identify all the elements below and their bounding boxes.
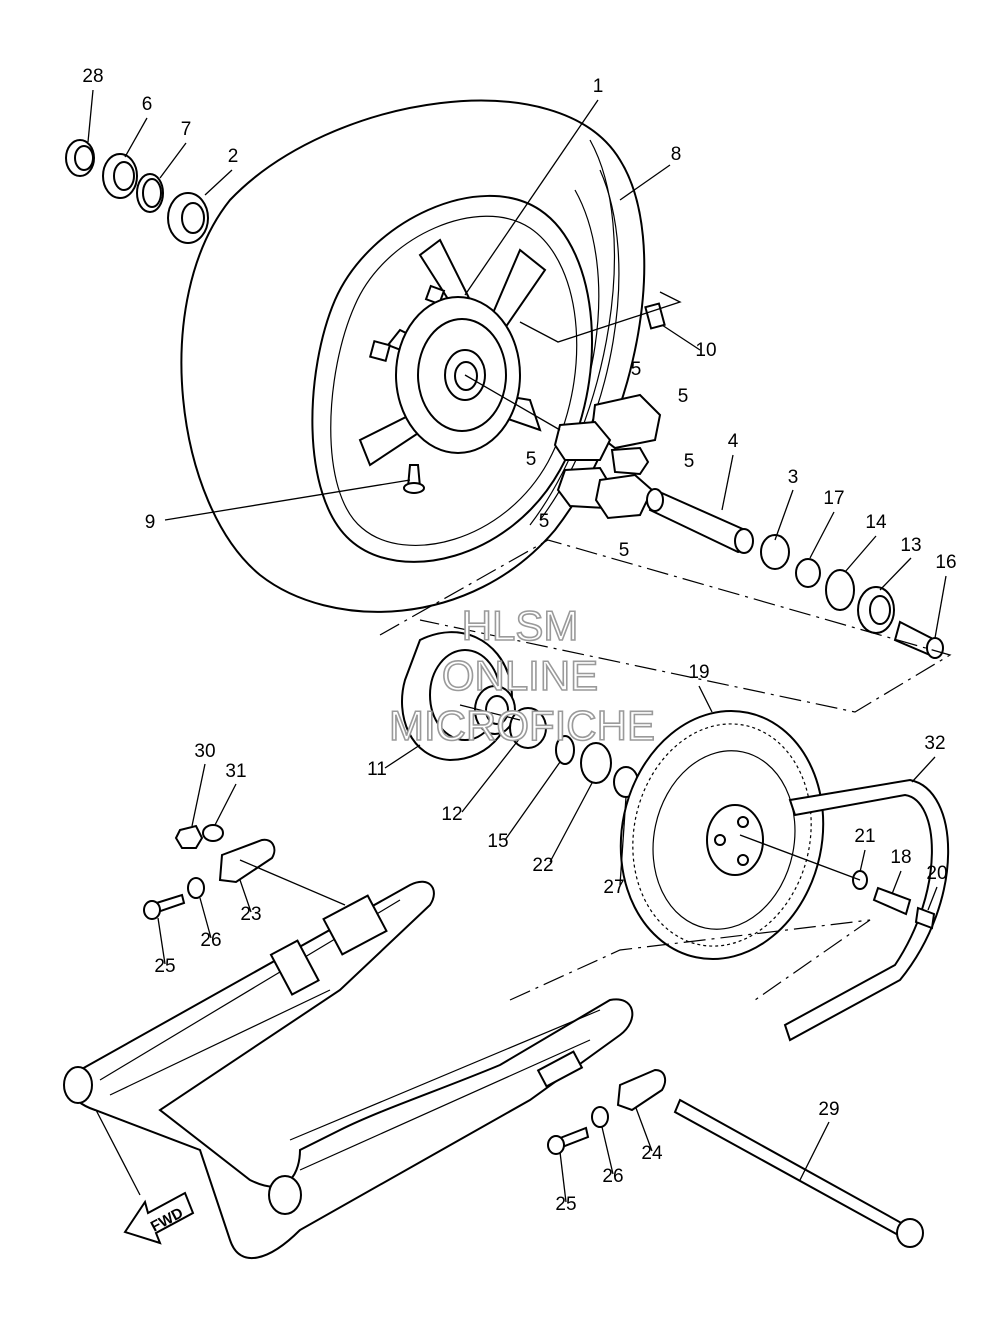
callout-16: 16: [935, 552, 956, 573]
callout-25: 25: [154, 956, 175, 977]
rear-wheel: [180, 99, 646, 613]
callout-5: 5: [619, 540, 630, 561]
leader-lines: [87, 89, 947, 1203]
callout-12: 12: [441, 804, 462, 825]
callout-5: 5: [631, 359, 642, 380]
left-bearing-stack: [65, 139, 209, 244]
callout-22: 22: [532, 855, 553, 876]
callout-18: 18: [890, 847, 911, 868]
watermark: HLSM ONLINE MICROFICHE: [388, 601, 656, 750]
callout-19: 19: [688, 662, 709, 683]
watermark-line-2: ONLINE: [442, 652, 598, 699]
callout-11: 11: [367, 759, 387, 780]
callout-21: 21: [854, 826, 875, 847]
callout-5: 5: [526, 449, 537, 470]
callout-25: 25: [555, 1194, 576, 1215]
watermark-line-3: MICROFICHE: [389, 702, 655, 749]
callout-17: 17: [823, 488, 844, 509]
callout-24: 24: [641, 1143, 663, 1164]
rear-pulley: [619, 709, 825, 961]
callout-29: 29: [818, 1099, 839, 1120]
callout-2: 2: [228, 146, 239, 167]
callout-13: 13: [900, 535, 921, 556]
callout-9: 9: [145, 512, 156, 533]
drive-belt: [783, 778, 950, 1042]
callout-5: 5: [678, 386, 689, 407]
wheel-damper-set: [553, 393, 662, 520]
assembly-lines: [239, 291, 952, 1001]
callout-1: 1: [593, 76, 604, 97]
callout-32: 32: [924, 733, 945, 754]
callout-5: 5: [539, 511, 550, 532]
right-adjuster-parts: [547, 1068, 924, 1248]
pulley-fasteners: [852, 870, 936, 930]
left-adjuster-parts: [143, 824, 276, 920]
callout-31: 31: [225, 761, 246, 782]
callout-27: 27: [603, 877, 624, 898]
balance-weight: [644, 302, 666, 330]
callout-14: 14: [865, 512, 887, 533]
callout-26: 26: [602, 1166, 623, 1187]
callout-7: 7: [181, 119, 192, 140]
callout-28: 28: [82, 66, 103, 87]
callout-23: 23: [240, 904, 261, 925]
callout-26: 26: [200, 930, 221, 951]
forward-direction-arrow: FWD: [123, 1191, 195, 1245]
callout-8: 8: [671, 144, 682, 165]
watermark-line-1: HLSM: [462, 602, 579, 649]
swingarm: [63, 880, 634, 1259]
callout-4: 4: [728, 431, 739, 452]
callout-3: 3: [788, 467, 799, 488]
callout-10: 10: [695, 340, 716, 361]
callout-5: 5: [684, 451, 695, 472]
right-spacer-stack: [646, 488, 944, 659]
callout-20: 20: [926, 863, 947, 884]
driven-hub: [401, 631, 639, 798]
callout-15: 15: [487, 831, 508, 852]
callout-30: 30: [194, 741, 215, 762]
callout-6: 6: [142, 94, 153, 115]
